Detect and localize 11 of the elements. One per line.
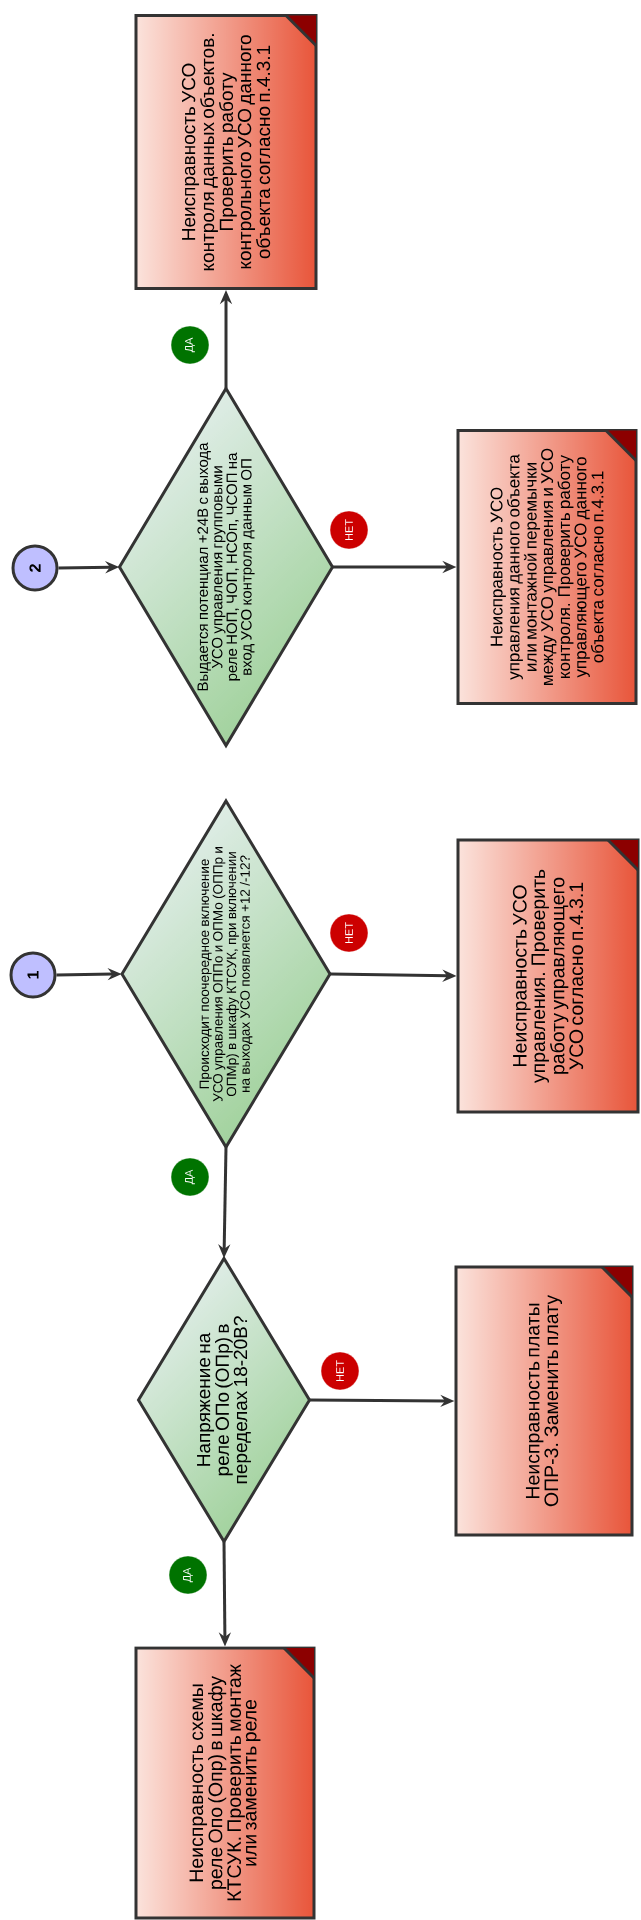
edge-label: ДА (170, 325, 210, 365)
result-box: Неисправность УСО управления данного объекта или монтажной перемычки между УСО управления и УСО контроля. Проверить работу управляющего УСО данного объекта согласно п.4.3.1 (456, 429, 638, 705)
result-box: Неисправность УСО контроля данных объектов. Проверить работу контрольного УСО данного объекта согласно п.4.3.1 (134, 14, 318, 290)
result-box: Неисправность платы ОПР-3. Заменить плату (454, 1265, 634, 1537)
result-box: Неисправность УСО управления. Проверить работу управляющего УСО согласно п.4.3.1 (456, 838, 640, 1114)
edge-label: ДА (170, 1157, 210, 1197)
result-box: Неисправность схемы реле Опо (Опр) в шкафу КТСУК. Проверить монтаж или заменить реле (134, 1646, 316, 1920)
edge-label: НЕТ (320, 1351, 360, 1391)
edge-label: ДА (168, 1555, 208, 1595)
edge-label: НЕТ (329, 913, 369, 953)
edge-label: НЕТ (329, 510, 369, 550)
